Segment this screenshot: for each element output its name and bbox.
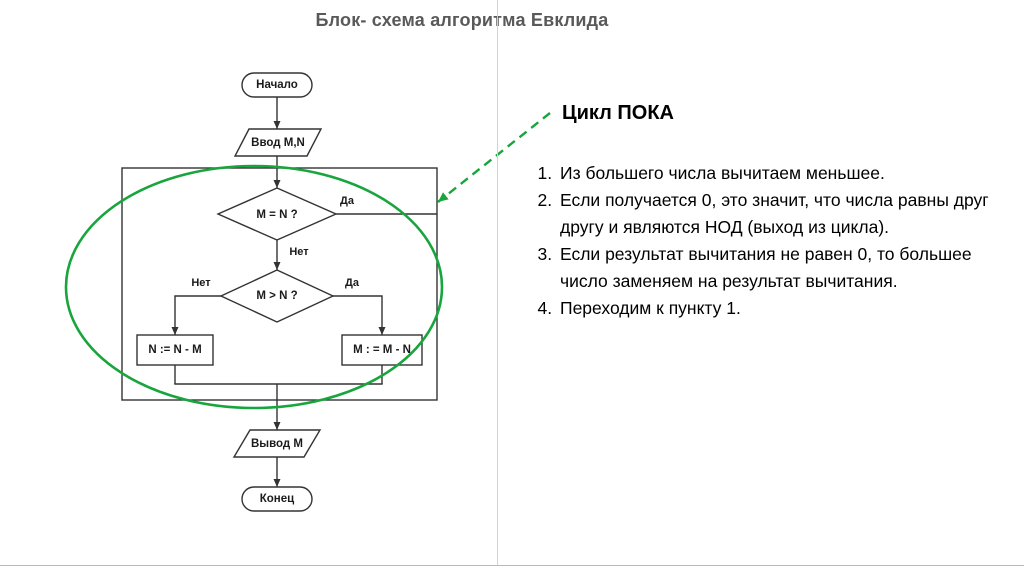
annotation-item: Если результат вычитания не равен 0, то … <box>557 241 1019 295</box>
connector-yes-right <box>333 295 386 335</box>
branch-no-label: Нет <box>191 277 211 289</box>
process-right-box <box>341 334 423 366</box>
branch-no-label: Нет <box>289 246 309 258</box>
output-parallelogram <box>232 429 322 458</box>
bottom-divider <box>0 565 1024 566</box>
end-label: Конец <box>259 493 295 505</box>
input-parallelogram <box>233 128 323 157</box>
connector-no-left <box>171 295 221 335</box>
start-label: Начало <box>256 79 298 91</box>
input-label: Ввод M,N <box>251 137 305 149</box>
end-terminator <box>241 486 313 512</box>
decision-equal-diamond <box>216 187 338 241</box>
annotation-heading: Цикл ПОКА <box>562 102 675 124</box>
start-terminator <box>241 72 313 98</box>
loop-highlight-ellipse <box>64 164 444 410</box>
slide-title: Блок- схема алгоритма Евклида <box>315 10 609 30</box>
decision-equal-label: M = N ? <box>256 209 298 221</box>
annotation-item: Из большего числа вычитаем меньшее. <box>557 160 1019 187</box>
process-right-label: M : = M - N <box>353 344 411 356</box>
annotation-item: Переходим к пункту 1. <box>557 295 1019 322</box>
process-left-box <box>136 334 214 366</box>
decision-greater-diamond <box>219 269 335 323</box>
annotation-item: Если получается 0, это значит, что числа… <box>557 187 1019 241</box>
decision-greater-label: M > N ? <box>256 290 298 302</box>
output-label: Вывод M <box>251 438 303 450</box>
branch-yes-label: Да <box>345 277 359 289</box>
annotation-list: Из большего числа вычитаем меньшее. Если… <box>528 160 1019 322</box>
annotation-pointer-arrow <box>437 112 551 203</box>
process-left-label: N := N - M <box>148 344 202 356</box>
vertical-divider <box>497 0 498 566</box>
branch-yes-label: Да <box>340 195 354 207</box>
